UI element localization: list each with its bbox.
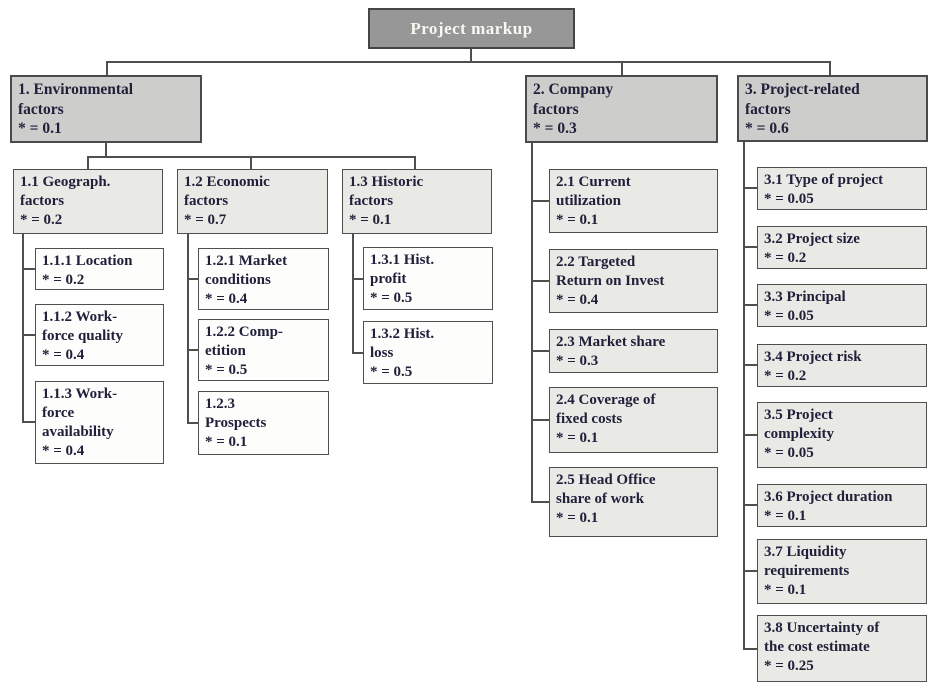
node-principal: 3.3 Principal * = 0.05 [757, 284, 927, 327]
node-location: 1.1.1 Location * = 0.2 [35, 248, 164, 290]
connector-vline [829, 61, 831, 76]
connector-hline [187, 349, 198, 351]
connector-vline [250, 156, 252, 169]
connector-hline [531, 280, 549, 282]
connector-hline [187, 278, 198, 280]
connector-hline [743, 304, 757, 306]
node-targeted-return-on-invest: 2.2 Targeted Return on Invest * = 0.4 [549, 249, 718, 313]
connector-hline [743, 570, 757, 572]
connector-hline [531, 501, 549, 503]
node-company-factors: 2. Company factors * = 0.3 [525, 75, 718, 143]
node-market-conditions: 1.2.1 Market conditions * = 0.4 [198, 248, 329, 310]
connector-hline [352, 278, 363, 280]
connector-hline [22, 334, 35, 336]
connector-vline [531, 143, 533, 503]
node-economic-factors: 1.2 Economic factors * = 0.7 [177, 169, 328, 234]
connector-vline [743, 142, 745, 650]
node-project-related-factors: 3. Project-related factors * = 0.6 [737, 75, 928, 142]
connector-hline [187, 422, 198, 424]
node-prospects: 1.2.3 Prospects * = 0.1 [198, 391, 329, 455]
node-competition: 1.2.2 Comp- etition * = 0.5 [198, 319, 329, 381]
connector-hline [743, 187, 757, 189]
node-type-of-project: 3.1 Type of project * = 0.05 [757, 167, 927, 210]
node-coverage-of-fixed-costs: 2.4 Coverage of fixed costs * = 0.1 [549, 387, 718, 453]
connector-vline [105, 143, 107, 157]
node-workforce-availability: 1.1.3 Work- force availability * = 0.4 [35, 381, 164, 464]
connector-vline [187, 234, 189, 424]
connector-vline [414, 156, 416, 169]
node-historic-factors: 1.3 Historic factors * = 0.1 [342, 169, 492, 234]
connector-vline [87, 156, 89, 169]
connector-hline [743, 504, 757, 506]
connector-vline [106, 61, 108, 76]
node-environmental-factors: 1. Environmental factors * = 0.1 [10, 75, 202, 143]
connector-hline [743, 246, 757, 248]
node-hist-loss: 1.3.2 Hist. loss * = 0.5 [363, 321, 493, 384]
node-current-utilization: 2.1 Current utilization * = 0.1 [549, 169, 718, 233]
node-project-risk: 3.4 Project risk * = 0.2 [757, 344, 927, 387]
node-uncertainty-of-cost-estimate: 3.8 Uncertainty of the cost estimate * =… [757, 615, 927, 682]
node-geograph-factors: 1.1 Geograph. factors * = 0.2 [13, 169, 163, 234]
connector-vline [22, 234, 24, 423]
connector-hline [531, 419, 549, 421]
connector-vline [470, 49, 472, 63]
connector-hline [531, 200, 549, 202]
connector-hline [106, 61, 831, 63]
connector-hline [352, 352, 363, 354]
connector-hline [22, 268, 35, 270]
connector-hline [743, 434, 757, 436]
node-market-share: 2.3 Market share * = 0.3 [549, 329, 718, 373]
connector-hline [22, 421, 35, 423]
connector-vline [621, 61, 623, 76]
node-project-duration: 3.6 Project duration * = 0.1 [757, 484, 927, 527]
node-project-markup: Project markup [368, 8, 575, 49]
node-hist-profit: 1.3.1 Hist. profit * = 0.5 [363, 247, 493, 310]
connector-vline [352, 234, 354, 354]
connector-hline [531, 350, 549, 352]
connector-hline [743, 364, 757, 366]
node-project-complexity: 3.5 Project complexity * = 0.05 [757, 402, 927, 468]
node-project-size: 3.2 Project size * = 0.2 [757, 226, 927, 269]
node-liquidity-requirements: 3.7 Liquidity requirements * = 0.1 [757, 539, 927, 604]
connector-hline [743, 648, 757, 650]
node-workforce-quality: 1.1.2 Work- force quality * = 0.4 [35, 304, 164, 366]
node-head-office-share-of-work: 2.5 Head Office share of work * = 0.1 [549, 467, 718, 537]
